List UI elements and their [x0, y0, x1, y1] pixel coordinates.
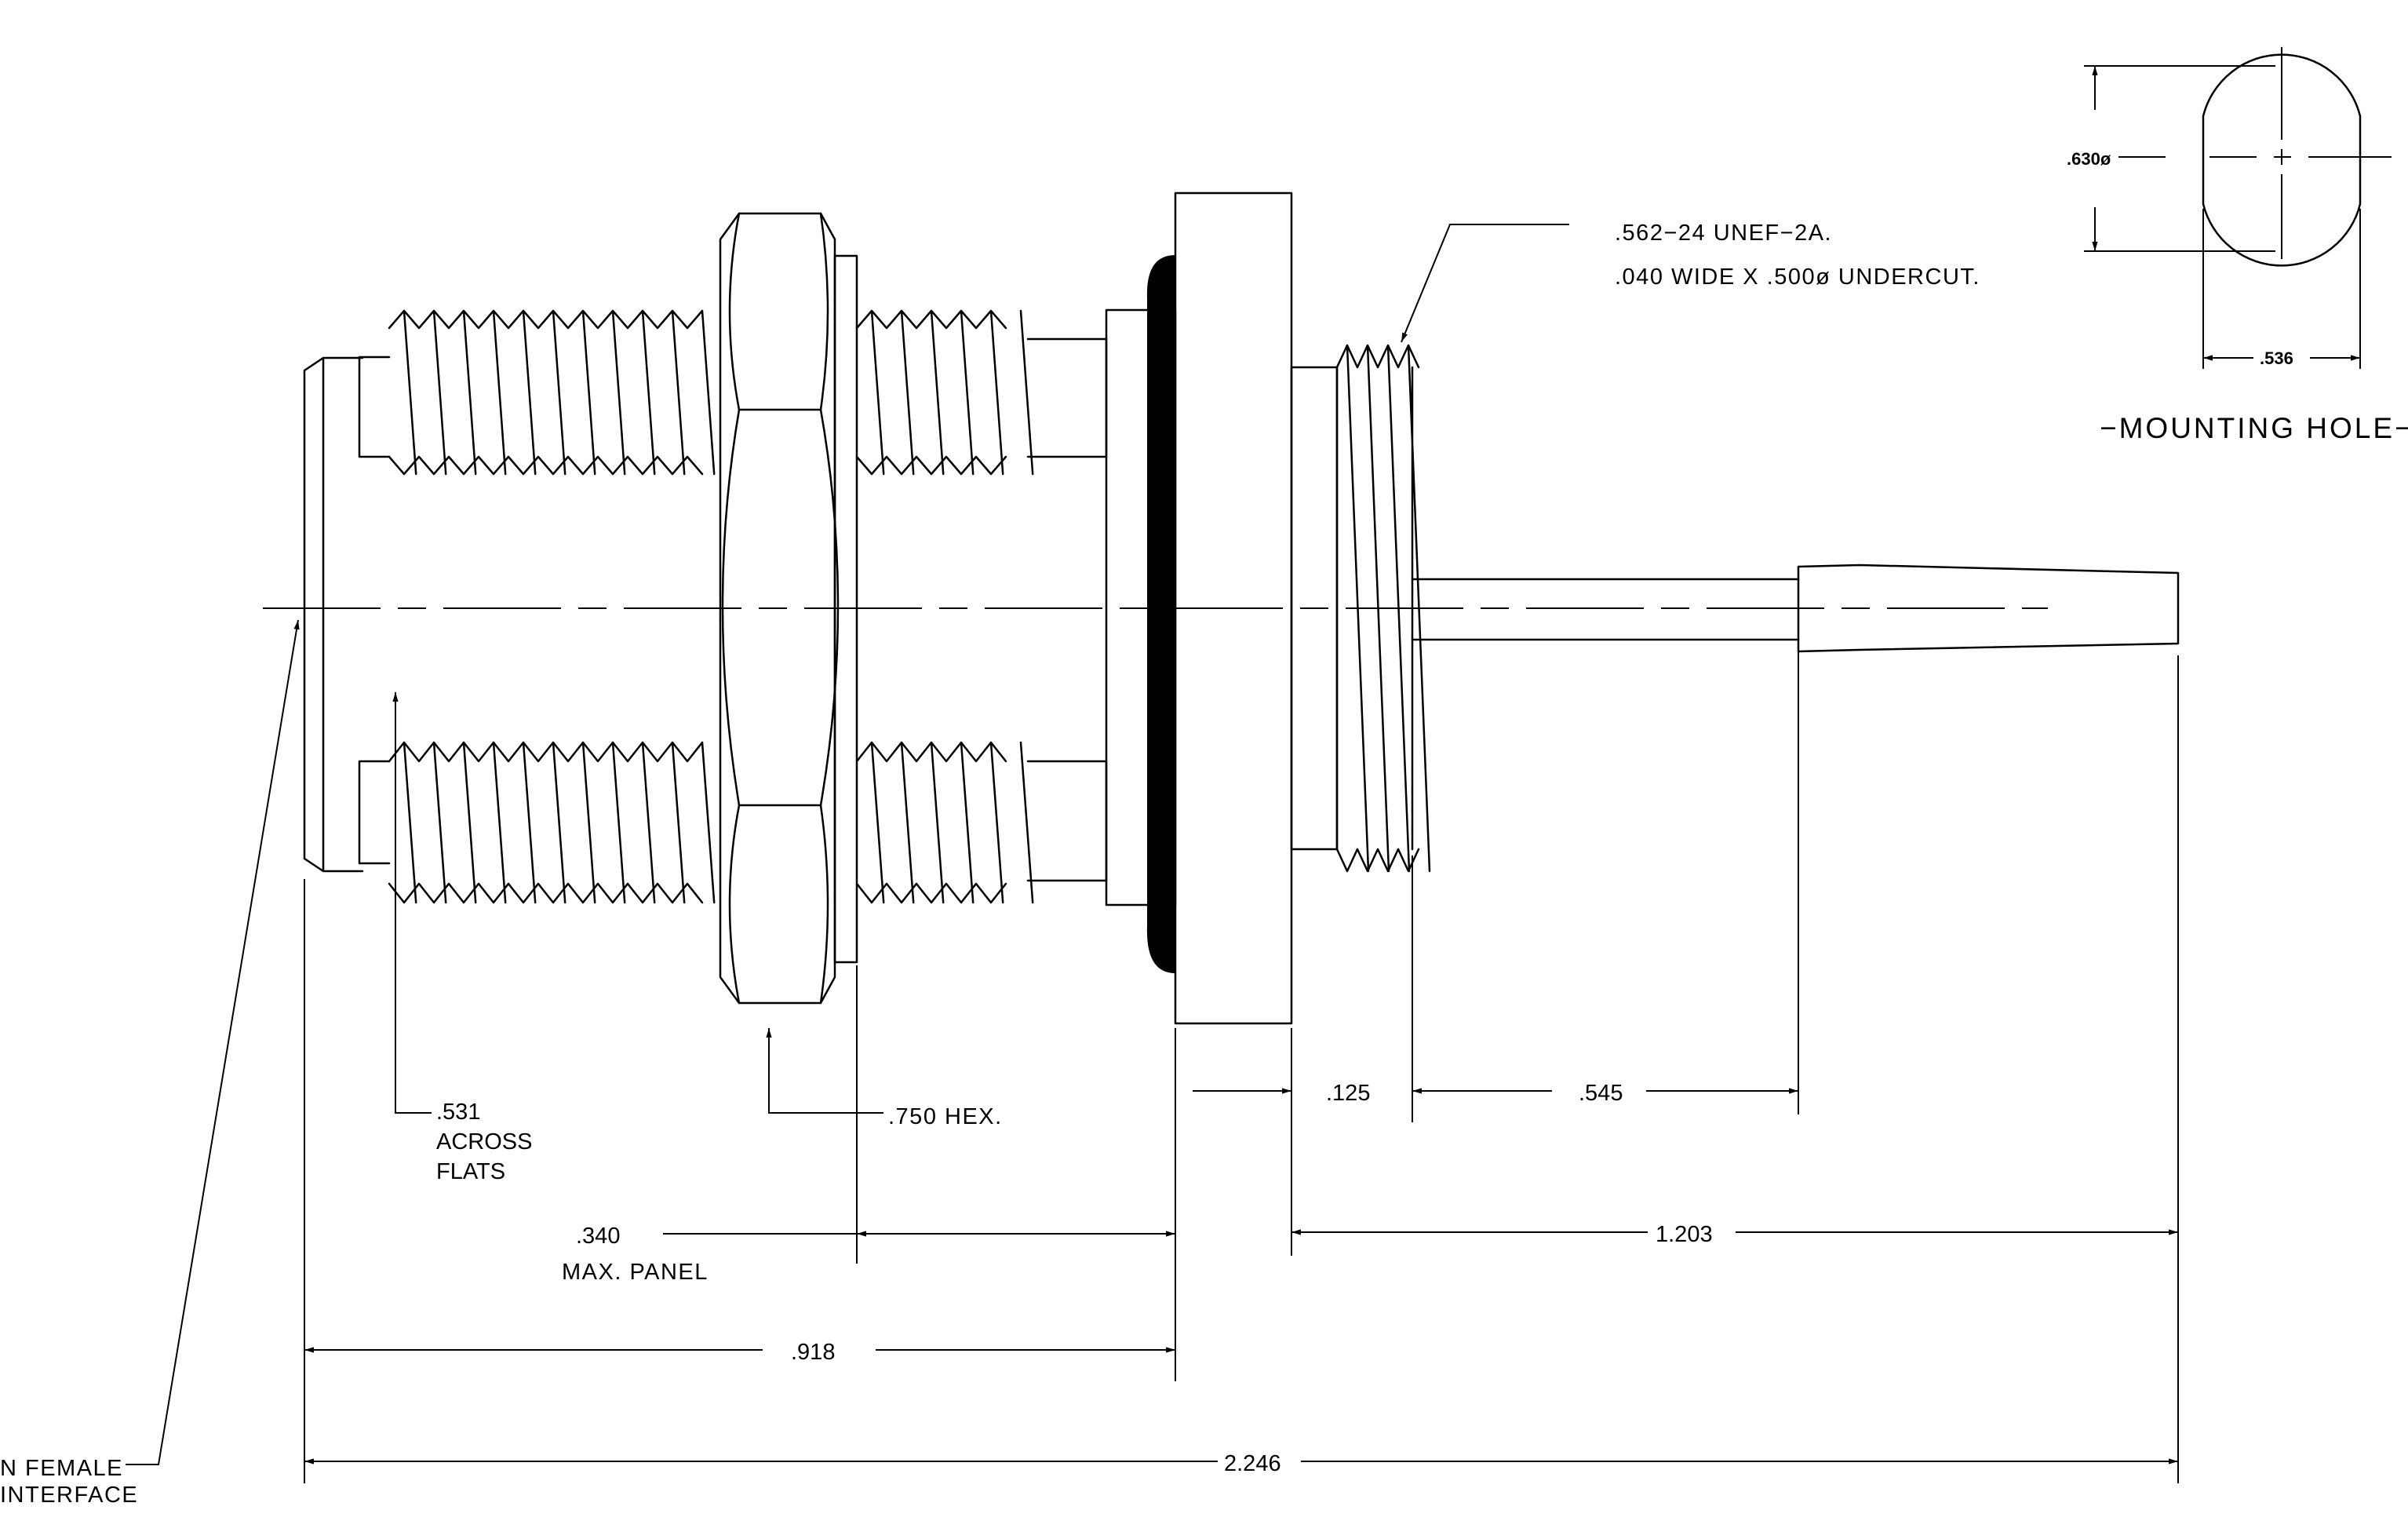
flange-dimension: .125 — [1326, 1081, 1370, 1106]
undercut-note: .040 WIDE X .500ø UNDERCUT. — [1615, 264, 1980, 290]
annotations: .562−24 UNEF−2A. .040 WIDE X .500ø UNDER… — [0, 221, 1980, 1508]
rear-length-dimension: 1.203 — [1656, 1222, 1713, 1247]
thread-to-pin-dimension: .545 — [1579, 1081, 1623, 1106]
front-sleeve — [303, 356, 364, 873]
panel-note: MAX. PANEL — [562, 1260, 709, 1285]
mounting-hole-title: −MOUNTING HOLE− — [2100, 412, 2408, 444]
across-flats-label-2: FLATS — [436, 1159, 505, 1184]
thread-spec-note: .562−24 UNEF−2A. — [1615, 221, 1832, 246]
interface-note-2: INTERFACE — [0, 1483, 138, 1508]
o-ring — [1146, 255, 1175, 973]
front-length-dimension: .918 — [791, 1340, 835, 1365]
overall-length-dimension: 2.246 — [1224, 1451, 1281, 1476]
front-thread — [358, 309, 716, 904]
interface-note: N FEMALE — [0, 1456, 123, 1481]
hex-nut — [719, 212, 840, 1005]
hex-dimension: .750 HEX. — [888, 1104, 1003, 1129]
rear-thread — [855, 309, 1108, 904]
across-flats-label: ACROSS — [436, 1129, 532, 1154]
across-flats-value: .531 — [436, 1100, 480, 1125]
connector-body — [263, 191, 2180, 1025]
dimension-lines — [126, 224, 2179, 1483]
mounting-hole-diameter: .630ø — [2067, 149, 2111, 169]
mounting-hole-view: .630ø .536 −MOUNTING HOLE− — [2067, 47, 2408, 444]
mounting-hole-outline — [2202, 53, 2362, 267]
mounting-thread — [1290, 344, 1431, 873]
panel-dimension: .340 — [576, 1224, 620, 1249]
mounting-hole-flat-width: .536 — [2260, 348, 2293, 368]
